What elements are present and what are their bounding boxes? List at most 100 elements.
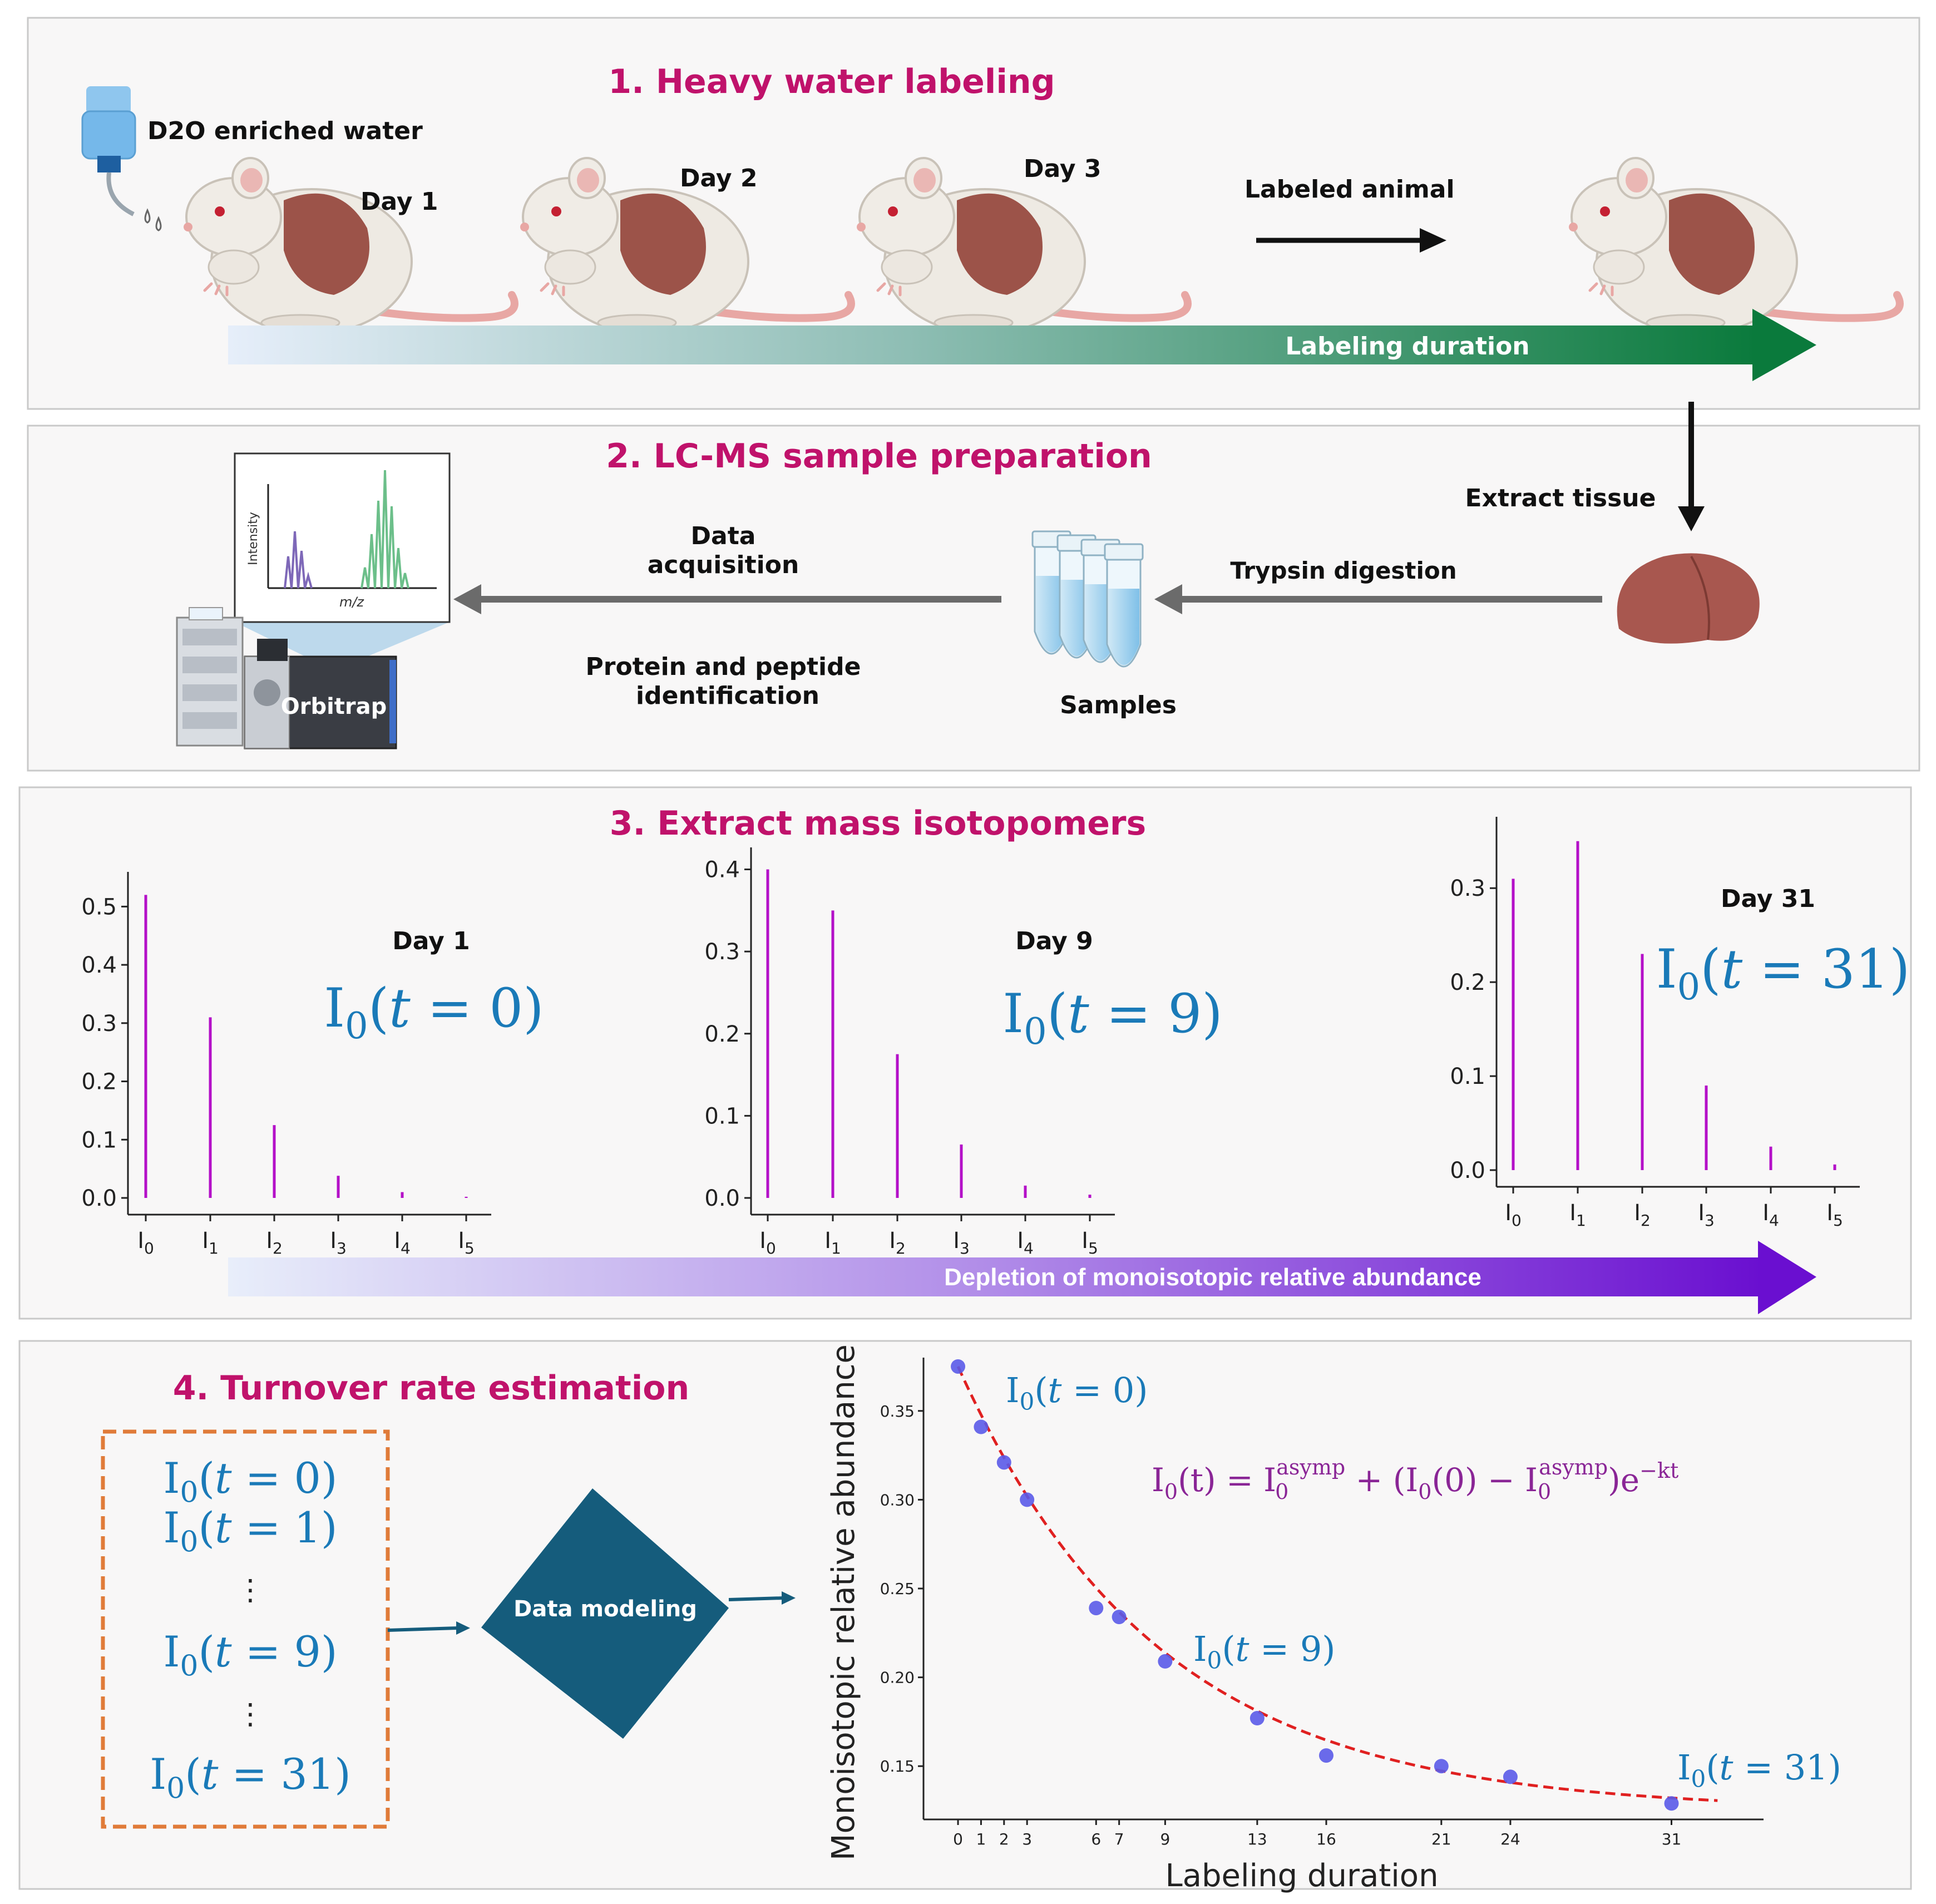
panel2-title: 2. LC-MS sample preparation <box>606 437 1152 476</box>
protein-identification-label-1: Protein and peptide <box>586 653 861 681</box>
x-tick-label: 6 <box>1091 1830 1101 1848</box>
y-tick-label: 0.15 <box>880 1757 915 1775</box>
y-tick-label: 0.2 <box>704 1022 740 1047</box>
x-tick-label: 21 <box>1431 1830 1451 1848</box>
fit-curve <box>956 1365 1718 1802</box>
x-tick-label: 16 <box>1316 1830 1336 1848</box>
x-tick-label: 24 <box>1500 1830 1520 1848</box>
timepoint-item: I0(t = 1) <box>163 1503 337 1559</box>
x-tick-label: I3 <box>330 1228 347 1257</box>
x-tick-label: I4 <box>394 1228 411 1257</box>
samples-label: Samples <box>1060 691 1177 719</box>
y-tick-label: 0.1 <box>704 1103 740 1129</box>
y-tick-label: 0.3 <box>1450 876 1485 901</box>
data-acquisition-label-1: Data <box>691 522 756 550</box>
point-annotation-t9: I0(t = 9) <box>1193 1629 1335 1674</box>
x-tick-label: I0 <box>1505 1200 1522 1230</box>
depletion-arrow <box>228 1241 1816 1314</box>
list-to-model-arrow <box>387 1621 470 1635</box>
y-tick-label: 0.30 <box>880 1491 915 1509</box>
data-point <box>1318 1748 1334 1763</box>
labeling-duration-label: Labeling duration <box>1285 332 1529 361</box>
x-tick-label: I2 <box>266 1228 283 1257</box>
data-modeling-diamond <box>481 1488 729 1739</box>
x-tick-label: 1 <box>976 1830 986 1848</box>
data-point <box>1503 1769 1518 1784</box>
x-tick-label: I0 <box>137 1228 154 1257</box>
data-point <box>996 1455 1011 1470</box>
point-annotation-t31: I0(t = 31) <box>1677 1747 1841 1793</box>
y-tick-label: 0.25 <box>880 1580 915 1598</box>
x-tick-label: I1 <box>1569 1200 1586 1230</box>
panel-extract-isotopomers <box>18 786 1912 1320</box>
spectrum-intensity-label: Intensity <box>246 512 260 565</box>
x-axis-title: Labeling duration <box>1165 1858 1438 1894</box>
x-tick-label: I2 <box>889 1228 906 1257</box>
d2o-water-label: D2O enriched water <box>147 117 423 145</box>
ellipsis: ⋮ <box>236 1573 265 1607</box>
y-tick-label: 0.2 <box>1450 970 1485 995</box>
chart-annotation: I0(t = 9) <box>1002 983 1222 1053</box>
y-tick-label: 0.0 <box>1450 1158 1485 1183</box>
x-tick-label: 7 <box>1114 1830 1124 1848</box>
y-tick-label: 0.1 <box>1450 1064 1485 1089</box>
panel4-title: 4. Turnover rate estimation <box>173 1369 689 1408</box>
y-tick-label: 0.20 <box>880 1669 915 1687</box>
timepoint-list: I0(t = 0)I0(t = 1)⋮I0(t = 9)⋮I0(t = 31) <box>150 1453 350 1806</box>
x-tick-label: I3 <box>1698 1200 1715 1230</box>
x-tick-label: I5 <box>458 1228 475 1257</box>
y-tick-label: 0.3 <box>704 939 740 965</box>
x-tick-label: 13 <box>1247 1830 1267 1848</box>
y-tick-label: 0.5 <box>81 894 117 920</box>
chart-annotation: I0(t = 0) <box>324 977 544 1047</box>
x-tick-label: 0 <box>953 1830 963 1848</box>
data-acquisition-arrow <box>453 584 1001 614</box>
mass-spectrum-inset <box>234 452 451 670</box>
data-point <box>1089 1601 1104 1616</box>
x-tick-label: I5 <box>1081 1228 1098 1257</box>
chart-day-label: Day 9 <box>1015 927 1093 955</box>
data-point <box>974 1419 989 1434</box>
data-point <box>1434 1759 1449 1774</box>
x-tick-label: I5 <box>1826 1200 1843 1230</box>
x-tick-label: I2 <box>1634 1200 1651 1230</box>
chart-day-label: Day 31 <box>1721 885 1815 913</box>
x-tick-label: I0 <box>759 1228 776 1257</box>
y-tick-label: 0.0 <box>704 1186 740 1211</box>
chart-annotation: I0(t = 31) <box>1656 938 1910 1008</box>
day3-label: Day 3 <box>1024 155 1101 183</box>
protein-identification-label-2: identification <box>636 682 819 710</box>
day1-label: Day 1 <box>360 188 438 216</box>
point-annotation-t0: I0(t = 0) <box>1006 1370 1148 1415</box>
chart-day-label: Day 1 <box>392 927 470 955</box>
down-arrow <box>1678 402 1705 531</box>
trypsin-arrow <box>1154 584 1602 614</box>
liver-tissue-icon <box>1617 553 1760 644</box>
x-tick-label: I4 <box>1017 1228 1034 1257</box>
timepoint-item: I0(t = 31) <box>150 1749 350 1806</box>
day2-label: Day 2 <box>680 164 757 193</box>
y-tick-label: 0.4 <box>81 953 117 978</box>
y-tick-label: 0.1 <box>81 1127 117 1153</box>
data-acquisition-label-2: acquisition <box>648 551 799 579</box>
labeling-duration-arrow <box>228 309 1816 381</box>
panel1-title: 1. Heavy water labeling <box>608 62 1055 101</box>
panel-turnover-estimation <box>18 1340 1912 1890</box>
data-point <box>1112 1610 1127 1625</box>
y-tick-label: 0.2 <box>81 1069 117 1095</box>
data-point <box>951 1359 966 1374</box>
sample-tubes-icon <box>1031 530 1144 668</box>
trypsin-digestion-label: Trypsin digestion <box>1230 557 1456 584</box>
x-tick-label: I1 <box>202 1228 219 1257</box>
x-tick-label: I1 <box>824 1228 841 1257</box>
model-to-chart-arrow <box>728 1591 796 1605</box>
x-tick-label: 2 <box>999 1830 1009 1848</box>
labeled-animal-label: Labeled animal <box>1244 175 1455 204</box>
timepoint-item: I0(t = 9) <box>163 1627 337 1683</box>
x-tick-label: 9 <box>1160 1830 1170 1848</box>
